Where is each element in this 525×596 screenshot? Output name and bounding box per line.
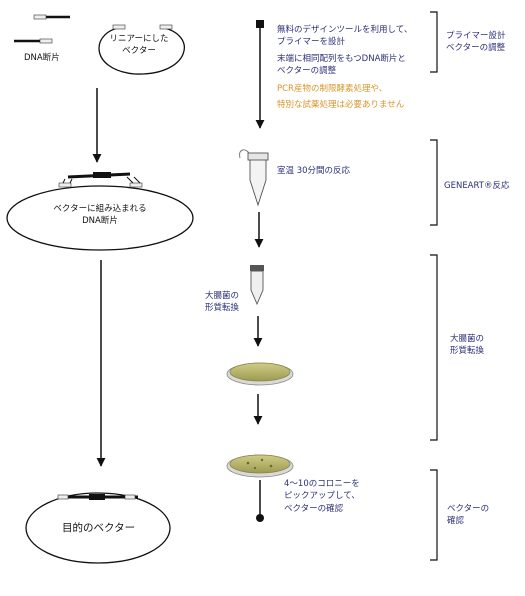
step1-line-4: ベクターの調整: [277, 65, 337, 76]
transformation-tube-icon: [250, 265, 264, 306]
step1-line-2: プライマーを設計: [277, 37, 346, 48]
stage2-label: GENEART®反応: [444, 181, 510, 191]
bracket-2: [430, 139, 438, 226]
agar-plate-icon-2: [226, 454, 294, 478]
start-square-icon: [256, 20, 264, 28]
dna-fragment-label: DNA断片: [24, 53, 60, 63]
stage4-label: ベクターの 確認: [447, 504, 490, 527]
step1-note-line-1: PCR産物の制限酵素処理や、: [277, 84, 388, 95]
step1-line-1: 無料のデザインツールを利用して、: [277, 25, 413, 35]
stage1-label: プライマー設計 ベクターの調整: [446, 31, 506, 54]
reaction-tube-icon: [239, 149, 269, 207]
step1-note-line-2: 特別な試薬処理は必要ありません: [277, 99, 405, 110]
linearized-vector-icon: [98, 24, 185, 75]
bracket-4: [430, 469, 438, 561]
dna-fragments-icon: [14, 14, 70, 44]
step1-line-3: 末端に相同配列をもつDNA断片と: [277, 53, 406, 64]
insertion-label: ベクターに組み込まれる DNA断片: [53, 204, 147, 227]
bracket-3: [430, 254, 438, 441]
step2-label: 室温 30分間の反応: [277, 166, 351, 176]
step1-text: 無料のデザインツールを利用して、 プライマーを設計 末端に相同配列をもつDNA断…: [277, 24, 412, 111]
agar-plate-icon-1: [226, 362, 294, 386]
step3-label: 大腸菌の 形質転換: [205, 291, 240, 314]
stage3-label: 大腸菌の 形質転換: [450, 334, 485, 357]
final-vector-label: 目的のベクター: [62, 522, 136, 534]
end-dot-icon: [256, 514, 264, 522]
final-vector-icon: [25, 492, 171, 564]
linearized-vector-label: リニアーにした ベクター: [109, 34, 169, 57]
step4-label: 4～10のコロニーを ピックアップして、 ベクターの確認: [284, 479, 360, 514]
insertion-vector-icon: [6, 172, 194, 251]
bracket-1: [430, 11, 438, 73]
